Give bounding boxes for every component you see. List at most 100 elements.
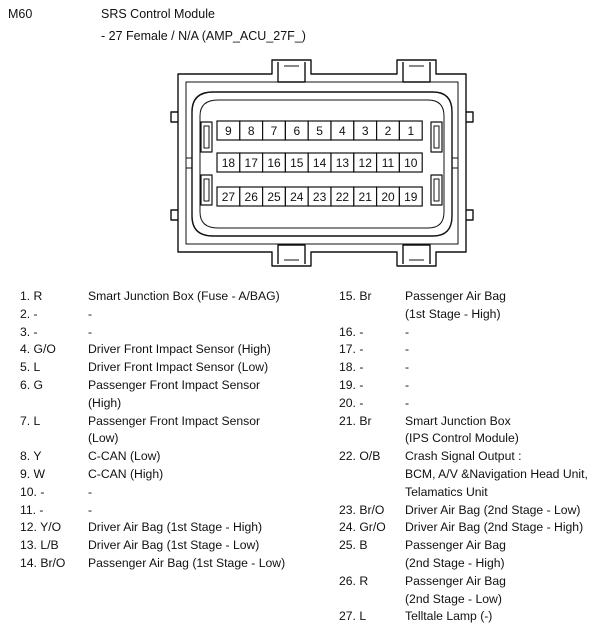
pin-cavity-19	[398, 186, 423, 207]
pin-function-line: Driver Air Bag (1st Stage - High)	[88, 520, 263, 535]
pin-number-26: 26	[245, 190, 259, 204]
pin-number-4: 4	[339, 124, 346, 138]
pin-function: -	[405, 324, 605, 342]
pin-function: -	[405, 377, 605, 395]
pin-function-line: -	[405, 324, 410, 339]
pin-function-line: -	[88, 324, 93, 339]
pin-function-line: Smart Junction Box (Fuse - A/BAG)	[88, 289, 280, 303]
pin-number-label: 14. Br/O	[20, 556, 66, 570]
pin-function-line: -	[405, 342, 410, 357]
pin-function-line: (1st Stage - High)	[405, 306, 501, 321]
pin-number-12: 12	[359, 156, 373, 170]
top-lock-right	[402, 62, 431, 83]
pin-number-label: 21. Br	[339, 413, 372, 428]
pin-number-label: 16. -	[339, 324, 364, 339]
pin-function: -	[405, 359, 605, 377]
pin-function-line: Crash Signal Output :	[405, 449, 522, 464]
pin-number-17: 17	[245, 156, 259, 170]
pin-function-line: Driver Air Bag (2nd Stage - Low)	[405, 502, 581, 517]
pin-function-line: -	[405, 360, 410, 375]
pin-number-label: 17. -	[339, 342, 364, 357]
pin-number-label: 6. G	[20, 378, 44, 392]
pin-number-1: 1	[407, 124, 414, 138]
pin-number-label: 11. -	[20, 502, 44, 517]
pin-function-line: -	[88, 484, 93, 499]
pin-number-label: 18. -	[339, 360, 364, 375]
pin-function: Smart Junction Box (Fuse - A/BAG)	[88, 288, 328, 306]
pin-function: Driver Air Bag (2nd Stage - Low)	[405, 502, 605, 520]
pin-number-label: 24. Gr/O	[339, 520, 386, 535]
pin-function-line: (2nd Stage - High)	[405, 555, 505, 570]
pin-function: Passenger Air Bag(1st Stage - High)	[405, 288, 605, 324]
pin-number-24: 24	[290, 190, 304, 204]
pin-number-14: 14	[313, 156, 327, 170]
pin-number-8: 8	[248, 124, 255, 138]
pin-function: -	[88, 484, 328, 502]
pin-function-line: Driver Front Impact Sensor (Low)	[88, 360, 269, 375]
pin-function-line: Driver Air Bag (2nd Stage - High)	[405, 520, 584, 535]
pin-number-16: 16	[267, 156, 281, 170]
pin-function: C-CAN (Low)	[88, 448, 328, 466]
pin-number-2: 2	[385, 124, 392, 138]
pin-function: Smart Junction Box(IPS Control Module)	[405, 413, 605, 449]
bottom-lock-left	[277, 244, 306, 264]
pin-cavity-10	[398, 152, 423, 173]
pin-function: -	[405, 341, 605, 359]
pin-function: -	[88, 502, 328, 520]
pin-number-label: 13. L/B	[20, 538, 59, 553]
pin-number-13: 13	[336, 156, 350, 170]
bottom-lock-right	[402, 244, 431, 264]
pin-number-15: 15	[290, 156, 304, 170]
pin-function: Driver Air Bag (1st Stage - High)	[88, 519, 328, 537]
pin-function: Driver Front Impact Sensor (High)	[88, 341, 328, 359]
pin-function-line: Passenger Front Impact Sensor	[88, 413, 261, 428]
pin-number-3: 3	[362, 124, 369, 138]
pin-function-line: C-CAN (Low)	[88, 449, 161, 464]
pin-number-label: 4. G/O	[20, 342, 56, 357]
pin-number-22: 22	[336, 190, 350, 204]
pin-function: Passenger Front Impact Sensor(High)	[88, 377, 328, 413]
pin-function-line: Passenger Air Bag (1st Stage - Low)	[88, 556, 286, 570]
pin-number-19: 19	[404, 190, 418, 204]
pin-number-label: 10. -	[20, 484, 45, 499]
pin-function-line: Driver Front Impact Sensor (High)	[88, 342, 271, 357]
pin-function-line: Telltale Lamp (-)	[405, 609, 493, 624]
connector-outer-body	[177, 59, 467, 267]
pin-function-line: (IPS Control Module)	[405, 431, 519, 446]
pin-number-label: 3. -	[20, 324, 38, 339]
pin-function-line: Passenger Front Impact Sensor	[88, 378, 261, 392]
pin-function: Driver Air Bag (2nd Stage - High)	[405, 519, 605, 537]
pin-number-9: 9	[225, 124, 232, 138]
pin-function: C-CAN (High)	[88, 466, 328, 484]
pin-function-line: (2nd Stage - Low)	[405, 591, 502, 606]
pin-function-line: Passenger Air Bag	[405, 573, 506, 588]
pin-function: Passenger Front Impact Sensor(Low)	[88, 413, 328, 449]
pin-function-line: Driver Air Bag (1st Stage - Low)	[88, 538, 260, 553]
pin-number-18: 18	[222, 156, 236, 170]
pin-number-5: 5	[316, 124, 323, 138]
pin-number-21: 21	[359, 190, 373, 204]
pin-function-line: Telamatics Unit	[405, 484, 488, 499]
pin-number-label: 2. -	[20, 306, 38, 321]
pin-function-line: -	[405, 378, 410, 392]
top-lock-left	[277, 62, 306, 83]
pin-number-label: 12. Y/O	[20, 520, 62, 535]
pin-function: Driver Front Impact Sensor (Low)	[88, 359, 328, 377]
pin-function-line: -	[405, 395, 410, 410]
pin-number-27: 27	[222, 190, 236, 204]
pin-function: Crash Signal Output :BCM, A/V &Navigatio…	[405, 448, 605, 501]
pin-number-label: 20. -	[339, 395, 364, 410]
pin-number-11: 11	[382, 156, 395, 170]
page-subtitle: - 27 Female / N/A (AMP_ACU_27F_)	[101, 29, 306, 43]
pin-number-label: 26. R	[339, 573, 369, 588]
pin-function-line: -	[88, 502, 93, 517]
pin-function: -	[88, 324, 328, 342]
pin-number-label: 5. L	[20, 360, 41, 375]
pin-function: Driver Air Bag (1st Stage - Low)	[88, 537, 328, 555]
pin-number-label: 15. Br	[339, 289, 372, 303]
pin-number-label: 9. W	[20, 467, 46, 481]
pin-function: Passenger Air Bag (2nd Stage - Low)	[405, 573, 605, 609]
pin-number-20: 20	[381, 190, 395, 204]
pin-number-label: 8. Y	[20, 449, 42, 464]
pin-number-23: 23	[313, 190, 327, 204]
